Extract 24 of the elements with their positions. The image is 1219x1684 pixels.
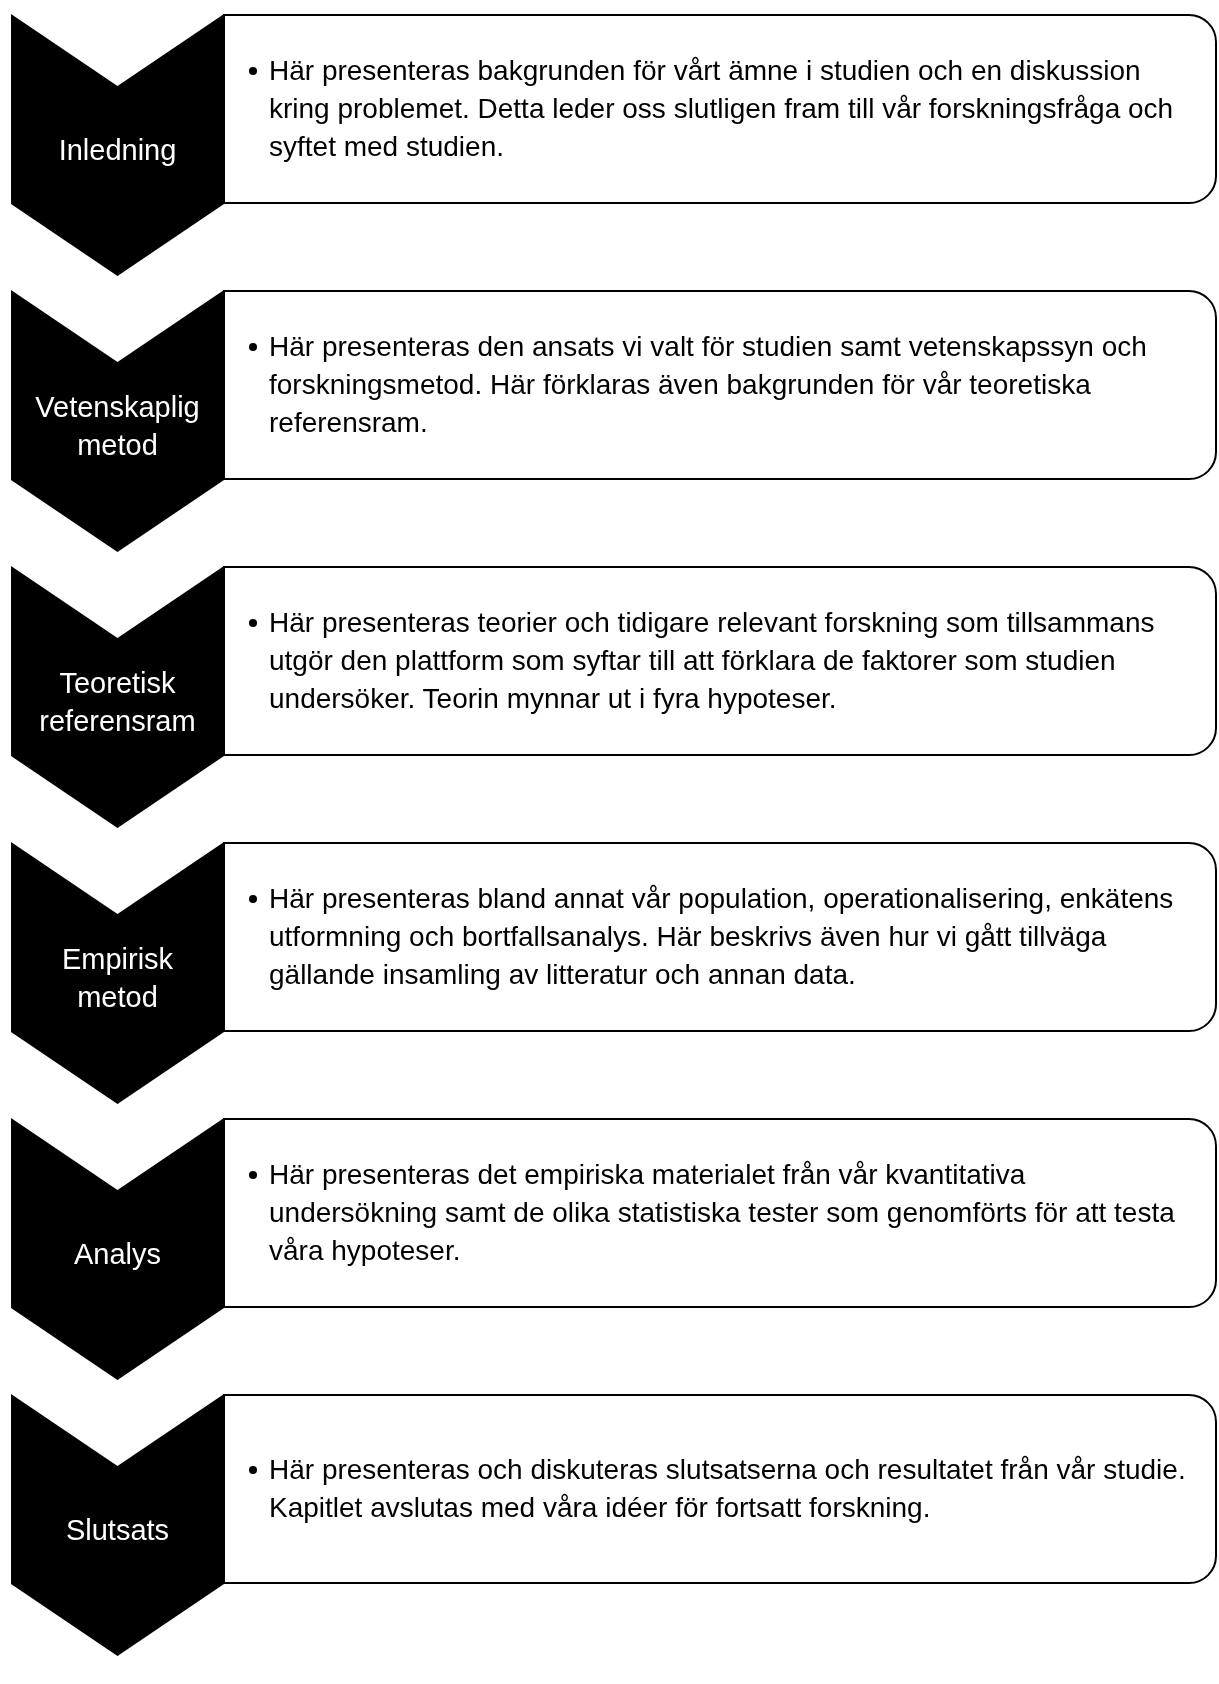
description-text: Här presenteras bakgrunden för vårt ämne i studien och en diskussion kring problemet. Detta leder oss slutligen fram till vår forskningsfråga och syftet med studien. [269, 54, 1175, 164]
chevron-label: Inledning [57, 133, 178, 168]
step-chevron-shape [11, 1118, 224, 1380]
description-box [223, 842, 1217, 1032]
chevron-label: Slutsats [64, 1513, 171, 1548]
description-box [223, 566, 1217, 756]
step-chevron-shape [11, 290, 224, 552]
step-chevron-shape [11, 842, 224, 1104]
step-chevron-shape [11, 1394, 224, 1656]
description-box [223, 14, 1217, 204]
description-text: Här presenteras bland annat vår population, operationalisering, enkätens utformning och bortfallsanalys. Här beskrivs även hur vi gått tillväga gällande insamling av litteratur och annan data. [269, 882, 1175, 992]
step-chevron-shape [11, 14, 224, 276]
description-text: Här presenteras det empiriska materialet från vår kvantitativa undersökning samt de olika statistiska tester som genomförts för att testa våra hypoteser. [269, 1158, 1176, 1268]
chevron-label: Empirisk metod [60, 942, 175, 1015]
description-text: Här presenteras och diskuteras slutsatserna och resultatet från vår studie. Kapitlet avslutas med våra idéer för fortsatt forskning. [269, 1453, 1187, 1525]
description-text: Här presenteras teorier och tidigare relevant forskning som tillsammans utgör den plattform som syftar till att förklara de faktorer som studien undersöker. Teorin mynnar ut i fyra hypoteser. [269, 606, 1156, 716]
chevron-label: Vetenskaplig metod [34, 390, 201, 463]
description-box [223, 290, 1217, 480]
chevron-label: Analys [72, 1237, 162, 1272]
chevron-label: Teoretisk referensram [38, 666, 197, 739]
description-box [223, 1394, 1217, 1584]
step-chevron-shape [11, 566, 224, 828]
description-text: Här presenteras den ansats vi valt för studien samt vetenskapssyn och forskningsmetod. Här förklaras även bakgrunden för vår teoretiska referensram. [269, 330, 1148, 440]
description-box [223, 1118, 1217, 1308]
